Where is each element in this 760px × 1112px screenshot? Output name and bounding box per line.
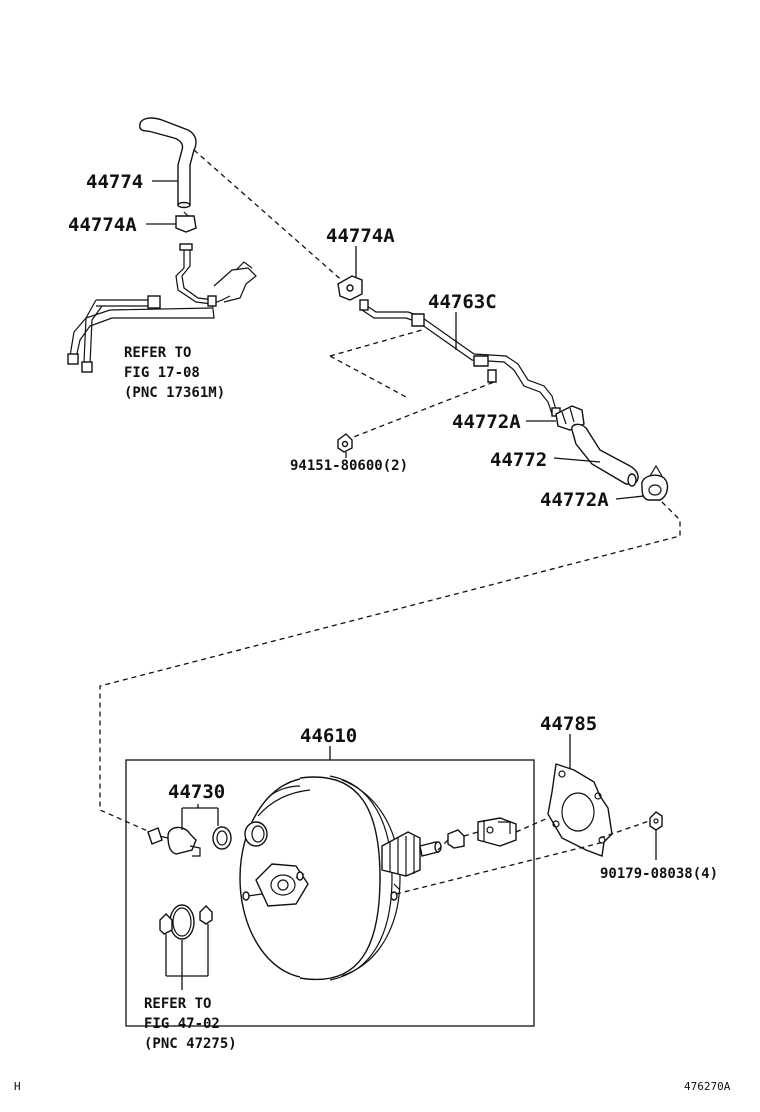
nut-90179 [649,811,663,831]
clip-44774A-right [337,275,363,301]
leader-44730 [181,804,219,830]
refer-top-line1: REFER TO [124,345,191,361]
label-44774A-right: 44774A [326,225,395,247]
refer-bottom-line1: REFER TO [144,996,211,1012]
grommet [244,821,268,847]
dashed-bolt-guide [329,329,495,441]
o-ring-and-nuts [159,904,213,990]
check-valve-44730 [147,826,201,857]
vacuum-pipe-44763C [359,299,561,417]
label-44774A-left: 44774A [68,214,137,236]
label-94151: 94151-80600(2) [290,458,408,474]
label-44772A-upper: 44772A [452,411,521,433]
diagram-number: 476270A [684,1080,731,1093]
bolt-94151 [337,433,353,453]
label-90179: 90179-08038(4) [600,866,718,882]
clevis-bracket [477,817,517,847]
leader-44772 [553,457,601,463]
dashed-alignment-lines [395,817,653,895]
refer-top-line3: (PNC 17361M) [124,385,225,401]
booster-rear-boot [381,831,442,901]
label-44730: 44730 [168,781,225,803]
label-44772: 44772 [490,449,547,471]
label-44610: 44610 [300,725,357,747]
label-44774: 44774 [86,171,143,193]
leader-44772A-lower [615,495,645,500]
refer-bottom-line2: FIG 47-02 [144,1016,220,1032]
label-44772A-lower: 44772A [540,489,609,511]
dashed-link-top [193,149,347,285]
corner-code-left: H [14,1080,21,1093]
spacer-nut [447,829,465,849]
clip-44772A-lower [641,464,669,501]
vacuum-pipe-assembly-left [67,243,257,373]
gasket-44785 [547,763,613,857]
brake-booster [239,775,401,981]
check-valve-seal [212,826,232,850]
label-44763C: 44763C [428,291,497,313]
hose-44772 [571,423,639,487]
clip-44774A-left [175,211,197,233]
hose-44774 [139,117,197,209]
label-44785: 44785 [540,713,597,735]
refer-top-line2: FIG 17-08 [124,365,200,381]
dashed-link-to-booster [99,501,681,833]
refer-bottom-line3: (PNC 47275) [144,1036,237,1052]
